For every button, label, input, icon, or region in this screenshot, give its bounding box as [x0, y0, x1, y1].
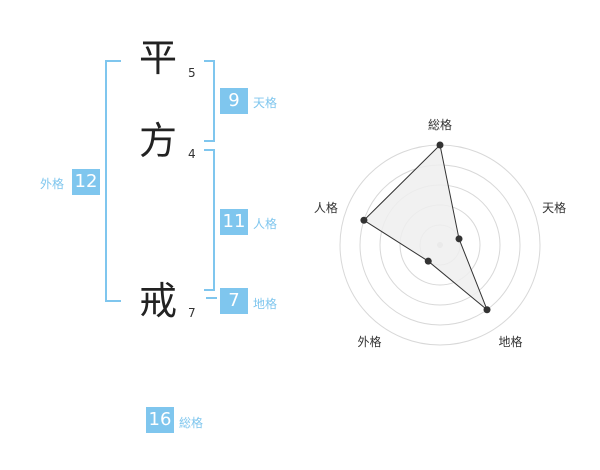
chikaku-connector [206, 297, 217, 299]
jinkaku-label: 人格 [253, 217, 278, 231]
chikaku-label: 地格 [253, 297, 278, 311]
stroke-count-1: 5 [188, 66, 196, 80]
radar-axis-label-4: 外格 [357, 334, 381, 349]
tenkaku-label: 天格 [253, 96, 278, 110]
tenkaku-value: 9 [220, 88, 248, 114]
radar-point-3 [483, 306, 491, 314]
radar-point-1 [436, 141, 444, 149]
name-char-3: 戒 [138, 279, 177, 323]
chikaku-value: 7 [220, 288, 248, 314]
radar-axis-label-3: 地格 [499, 334, 523, 349]
radar-point-2 [455, 235, 463, 243]
radar-axis-label-1: 総格 [428, 117, 452, 132]
gaikaku-bracket [105, 60, 121, 302]
name-char-2: 方 [138, 119, 177, 163]
gaikaku-value: 12 [72, 169, 100, 195]
stroke-count-3: 7 [188, 306, 196, 320]
jinkaku-bracket [204, 149, 215, 291]
radar-axis-label-5: 人格 [314, 200, 338, 215]
name-char-1: 平 [138, 36, 177, 80]
radar-point-4 [424, 257, 432, 265]
tenkaku-bracket [204, 60, 215, 142]
radar-axis-label-2: 天格 [542, 200, 566, 215]
gaikaku-label: 外格 [40, 177, 65, 191]
radar-series-shape [363, 143, 488, 311]
soukaku-value: 16 [146, 407, 174, 433]
stroke-count-2: 4 [188, 147, 196, 161]
radar-point-5 [360, 216, 368, 224]
soukaku-label: 総格 [179, 416, 204, 430]
jinkaku-value: 11 [220, 209, 248, 235]
